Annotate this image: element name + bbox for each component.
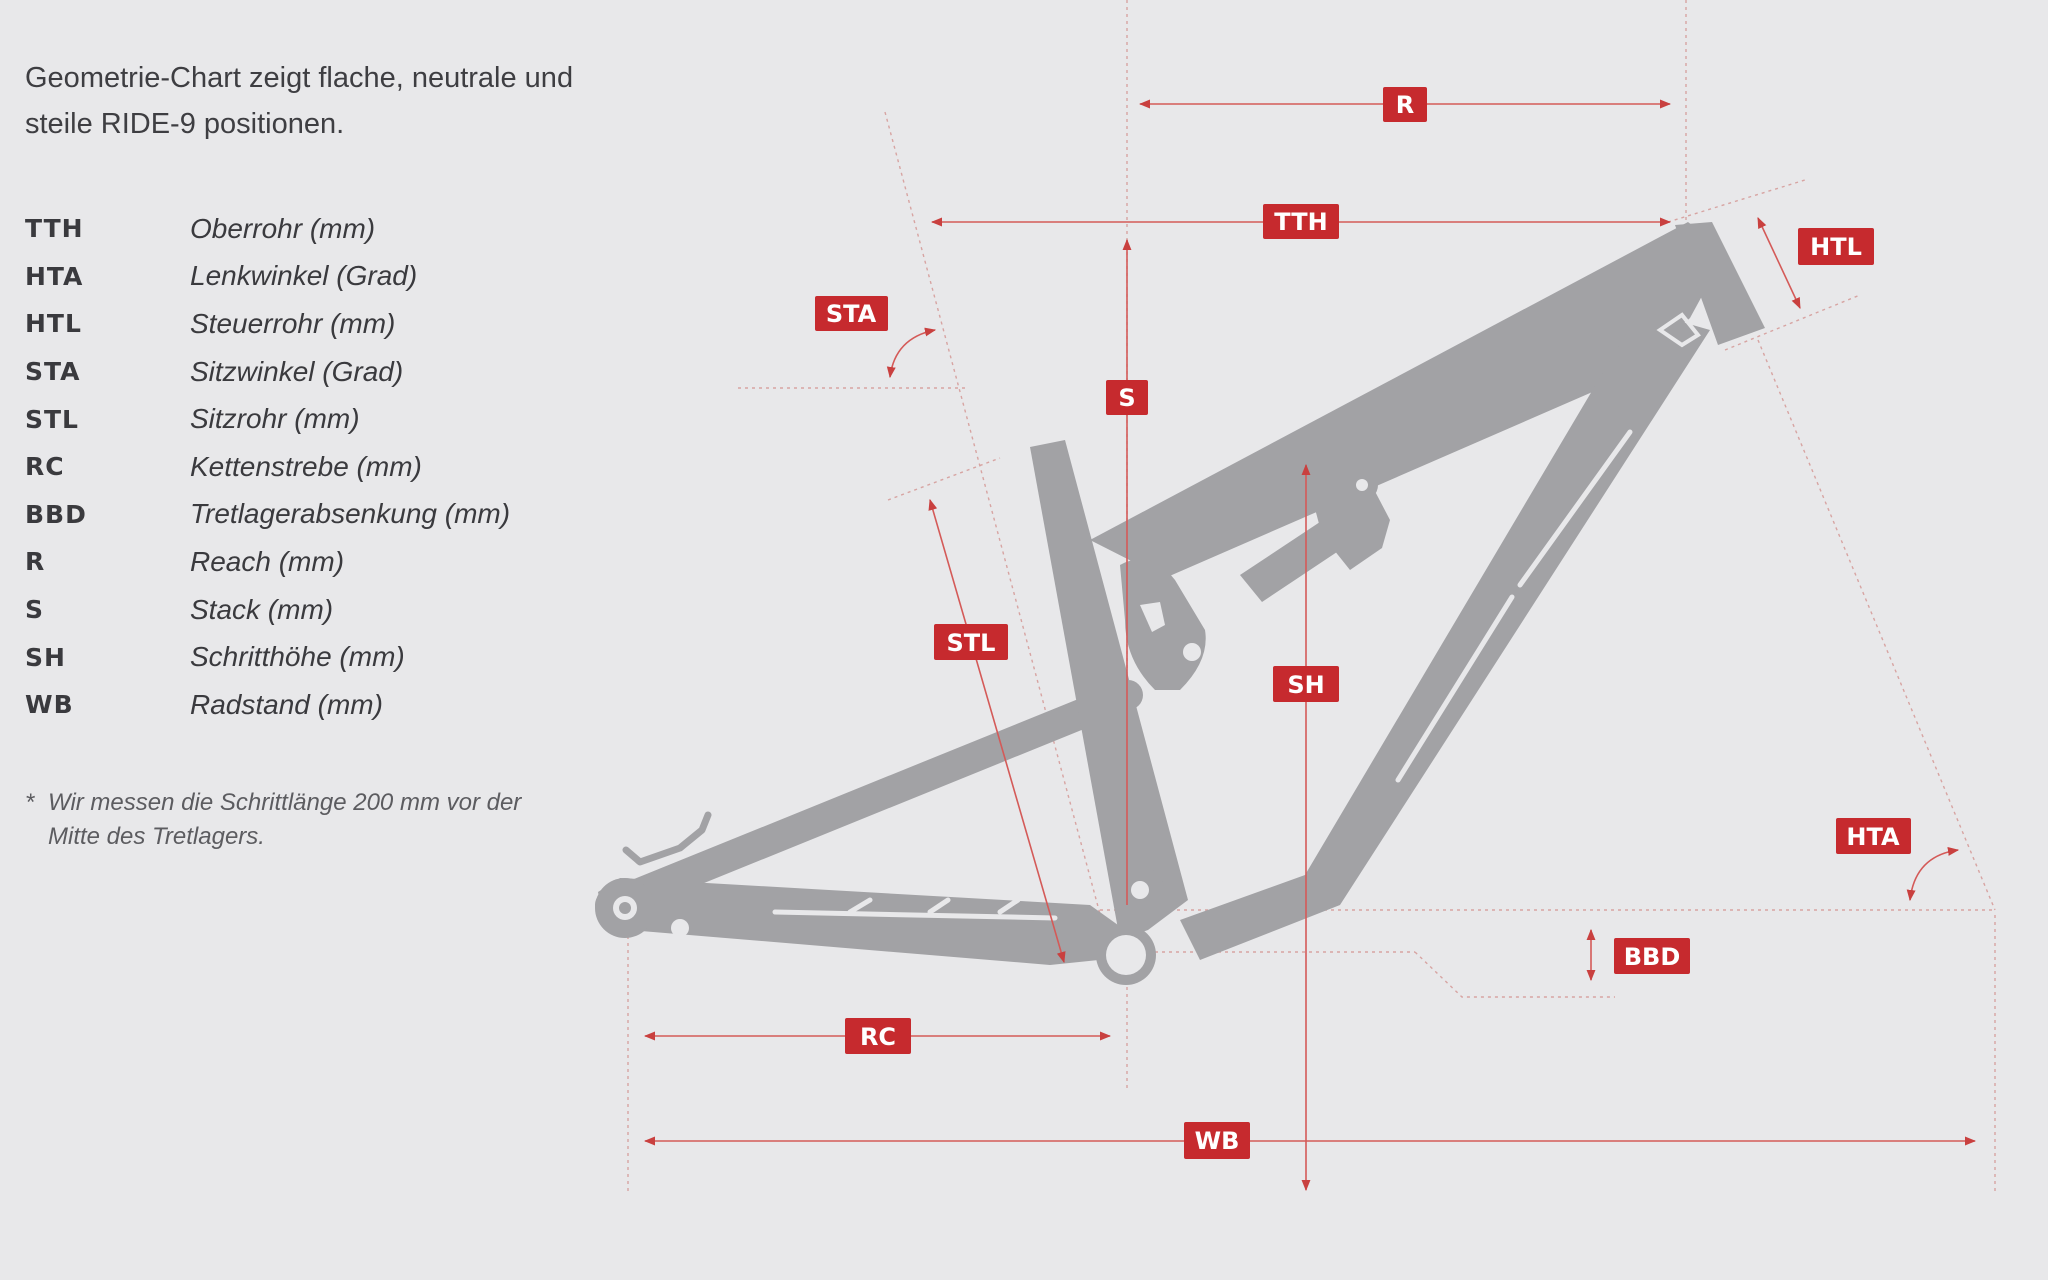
badge-wb-text: WB xyxy=(1195,1127,1240,1155)
legend-desc: Sitzwinkel (Grad) xyxy=(190,355,404,387)
badge-s-text: S xyxy=(1118,384,1135,412)
legend-desc: Sitzrohr (mm) xyxy=(190,403,360,435)
legend-abbr: SH xyxy=(25,642,66,672)
badge-tth: TTH xyxy=(1263,204,1339,239)
badge-tth-text: TTH xyxy=(1274,208,1327,236)
badge-rc-text: RC xyxy=(860,1023,896,1051)
badge-s: S xyxy=(1106,380,1148,415)
legend-row-s: S Stack (mm) xyxy=(25,586,510,634)
bike-frame xyxy=(595,222,1765,985)
badge-sh-text: SH xyxy=(1287,671,1324,699)
legend-row-sta: STA Sitzwinkel (Grad) xyxy=(25,348,510,396)
badge-stl: STL xyxy=(934,624,1008,660)
badge-htl-text: HTL xyxy=(1810,233,1862,261)
footnote-marker: * xyxy=(25,789,35,816)
legend-abbr: R xyxy=(25,547,46,577)
legend-row-hta: HTA Lenkwinkel (Grad) xyxy=(25,253,510,301)
legend-desc: Radstand (mm) xyxy=(190,688,383,720)
badge-sh: SH xyxy=(1273,666,1339,702)
legend-row-r: R Reach (mm) xyxy=(25,538,510,586)
legend-abbr: TTH xyxy=(25,214,84,244)
guide-lines xyxy=(610,0,1996,1195)
legend-abbr: STA xyxy=(25,357,81,387)
abbreviation-legend: TTH Oberrohr (mm) HTA Lenkwinkel (Grad) HT… xyxy=(25,205,510,729)
legend-desc: Stack (mm) xyxy=(190,593,334,625)
legend-abbr: HTA xyxy=(25,261,84,291)
legend-desc: Tretlagerabsenkung (mm) xyxy=(190,498,511,530)
legend-desc: Oberrohr (mm) xyxy=(190,212,376,244)
dimension-lines xyxy=(643,99,1977,1192)
badge-bbd-text: BBD xyxy=(1624,943,1681,971)
legend-row-bbd: BBD Tretlagerabsenkung (mm) xyxy=(25,491,510,539)
legend-desc: Steuerrohr (mm) xyxy=(190,307,396,339)
legend-row-tth: TTH Oberrohr (mm) xyxy=(25,205,510,253)
badge-stl-text: STL xyxy=(947,629,996,657)
legend-row-htl: HTL Steuerrohr (mm) xyxy=(25,300,510,348)
legend-row-sh: SH Schritthöhe (mm) xyxy=(25,633,510,681)
legend-row-wb: WB Radstand (mm) xyxy=(25,681,510,729)
legend-desc: Lenkwinkel (Grad) xyxy=(190,260,418,292)
badge-sta: STA xyxy=(815,296,888,331)
footnote: * Wir messen die Schrittlänge 200 mm vor… xyxy=(25,786,545,854)
legend-abbr: WB xyxy=(25,690,74,720)
badge-hta: HTA xyxy=(1836,818,1911,854)
legend-abbr: BBD xyxy=(25,499,87,529)
badge-r-text: R xyxy=(1396,91,1414,119)
badge-rc: RC xyxy=(845,1018,911,1054)
dim-seat-angle-arc xyxy=(886,327,937,379)
badge-bbd: BBD xyxy=(1614,938,1690,974)
legend-abbr: STL xyxy=(25,404,79,434)
footnote-text: Wir messen die Schrittlänge 200 mm vor d… xyxy=(48,789,522,850)
badge-htl: HTL xyxy=(1798,228,1874,265)
legend-abbr: S xyxy=(25,595,45,625)
legend-abbr: RC xyxy=(25,452,65,482)
legend-desc: Kettenstrebe (mm) xyxy=(190,450,422,482)
intro-text: Geometrie-Chart zeigt flache, neutrale u… xyxy=(25,62,574,140)
legend-row-rc: RC Kettenstrebe (mm) xyxy=(25,443,510,491)
dim-head-tube xyxy=(1757,216,1801,310)
legend-desc: Schritthöhe (mm) xyxy=(190,641,405,673)
badge-r: R xyxy=(1383,87,1427,122)
badge-wb: WB xyxy=(1184,1122,1250,1159)
legend-desc: Reach (mm) xyxy=(190,545,345,577)
badge-hta-text: HTA xyxy=(1846,823,1900,851)
dim-seat-tube xyxy=(928,498,1066,964)
badge-sta-text: STA xyxy=(826,300,877,328)
dim-head-angle-arc xyxy=(1906,846,1960,902)
legend-row-stl: STL Sitzrohr (mm) xyxy=(25,395,510,443)
legend-abbr: HTL xyxy=(25,309,82,339)
